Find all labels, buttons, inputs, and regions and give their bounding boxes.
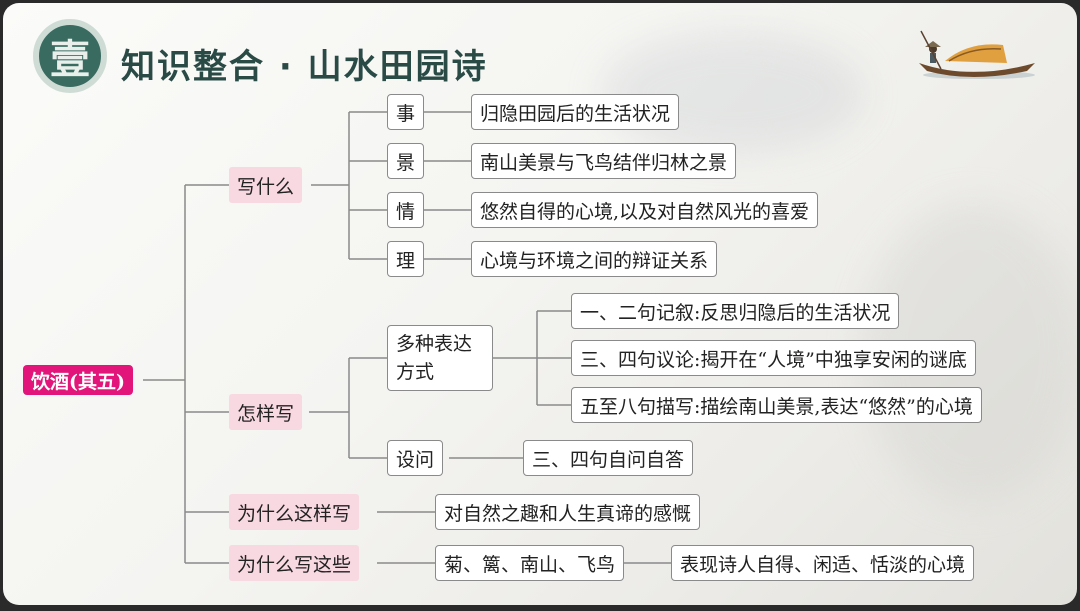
why-these-items: 菊、篱、南山、飞鸟 (435, 545, 625, 581)
how-expression-node: 多种表达方式 (387, 325, 493, 391)
slide-canvas: 壹 知识整合 · 山水田园诗 (3, 3, 1077, 605)
branch-why: 为什么这样写 (229, 494, 360, 530)
root-node: 饮酒(其五) (23, 365, 133, 395)
ink-wash-decoration (603, 33, 863, 153)
what-desc-event: 归隐田园后的生活状况 (471, 94, 680, 130)
what-desc-emotion: 悠然自得的心境,以及对自然风光的喜爱 (471, 192, 819, 228)
how-question-node: 设问 (387, 440, 444, 476)
how-expression-item: 三、四句议论:揭开在“人境”中独享安闲的谜底 (571, 340, 976, 376)
how-expression-item: 一、二句记叙:反思归隐后的生活状况 (571, 293, 900, 329)
why-desc: 对自然之趣和人生真谛的感慨 (435, 494, 701, 530)
why-these-desc: 表现诗人自得、闲适、恬淡的心境 (671, 545, 975, 581)
what-desc-reason: 心境与环境之间的辩证关系 (471, 241, 718, 277)
branch-why-these: 为什么写这些 (229, 545, 360, 581)
branch-what: 写什么 (229, 167, 303, 203)
what-key-reason: 理 (387, 241, 425, 277)
boat-illustration (919, 30, 1035, 79)
connector-lines (143, 111, 671, 564)
page-title: 知识整合 · 山水田园诗 (121, 47, 488, 87)
what-key-event: 事 (387, 94, 425, 130)
seal-logo: 壹 (33, 19, 107, 93)
branch-how: 怎样写 (229, 394, 303, 430)
how-question-desc: 三、四句自问自答 (523, 440, 694, 476)
what-key-scene: 景 (387, 143, 425, 179)
what-key-emotion: 情 (387, 192, 425, 228)
how-expression-item: 五至八句描写:描绘南山美景,表达“悠然”的心境 (571, 387, 982, 423)
what-desc-scene: 南山美景与飞鸟结伴归林之景 (471, 143, 737, 179)
